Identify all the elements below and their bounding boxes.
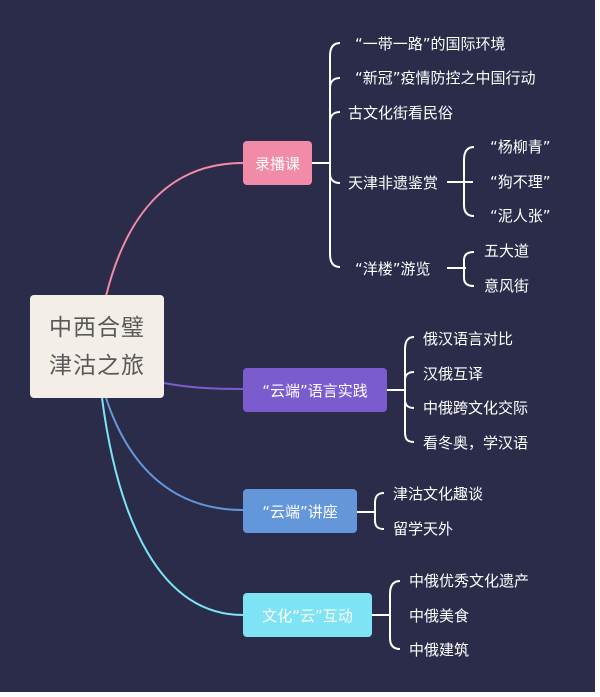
root-title-line2: 津沽之旅 (49, 352, 145, 379)
connector-root-to-lecture (105, 397, 244, 511)
connector-root-to-recorded (105, 162, 244, 297)
branch-label: “云端”讲座 (262, 502, 338, 521)
bracket-language (387, 336, 415, 443)
leaf-jingu-culture-talk[interactable]: 津沽文化趣谈 (393, 485, 484, 503)
leaf-tianjin-heritage[interactable]: 天津非遗鉴赏 (348, 174, 439, 192)
leaf-ru-cn-language-comparison[interactable]: 俄汉语言对比 (423, 330, 514, 348)
root-node[interactable]: 中西合璧 津沽之旅 (30, 295, 164, 398)
leaf-cross-cultural-communication[interactable]: 中俄跨文化交际 (423, 399, 529, 417)
leaf-study-at-tfsu[interactable]: 留学天外 (393, 520, 454, 538)
leaf-cultural-heritage[interactable]: 中俄优秀文化遗产 (409, 572, 530, 590)
leaf-olympics-learn-chinese[interactable]: 看冬奥，学汉语 (423, 434, 529, 452)
root-title-line1: 中西合璧 (49, 314, 145, 341)
branch-recorded-course[interactable]: 录播课 (243, 141, 312, 185)
connector-root-to-culture (101, 397, 244, 616)
leaf-cuisine[interactable]: 中俄美食 (409, 607, 470, 625)
branch-label: “云端”语言实践 (262, 381, 368, 400)
leaf-italian-style-street[interactable]: 意风街 (484, 277, 530, 295)
leaf-goubuli[interactable]: “狗不理” (490, 173, 551, 191)
branch-label: 文化“云”互动 (262, 606, 353, 625)
leaf-architecture[interactable]: 中俄建筑 (409, 641, 470, 659)
branch-cloud-language-practice[interactable]: “云端”语言实践 (243, 368, 387, 412)
leaf-covid-action[interactable]: “新冠”疫情防控之中国行动 (355, 69, 536, 87)
bracket-lecture (357, 492, 385, 530)
leaf-cn-ru-translation[interactable]: 汉俄互译 (423, 365, 484, 383)
leaf-western-buildings-tour[interactable]: “洋楼”游览 (355, 260, 431, 278)
branch-cultural-cloud-interaction[interactable]: 文化“云”互动 (243, 593, 372, 637)
leaf-five-avenues[interactable]: 五大道 (484, 242, 530, 260)
leaf-belt-and-road[interactable]: “一带一路”的国际环境 (355, 35, 506, 53)
bracket-heritage (447, 146, 475, 217)
bracket-recorded (312, 42, 341, 268)
leaf-yangliuqing[interactable]: “杨柳青” (490, 138, 551, 156)
branch-label: 录播课 (254, 154, 300, 173)
connector-root-to-language (163, 382, 244, 390)
bracket-western-buildings (447, 251, 475, 287)
leaf-ancient-culture-street[interactable]: 古文化街看民俗 (348, 104, 454, 122)
branch-cloud-lecture[interactable]: “云端”讲座 (243, 489, 357, 533)
leaf-nirenzhang[interactable]: “泥人张” (490, 207, 551, 225)
bracket-culture (372, 580, 401, 650)
